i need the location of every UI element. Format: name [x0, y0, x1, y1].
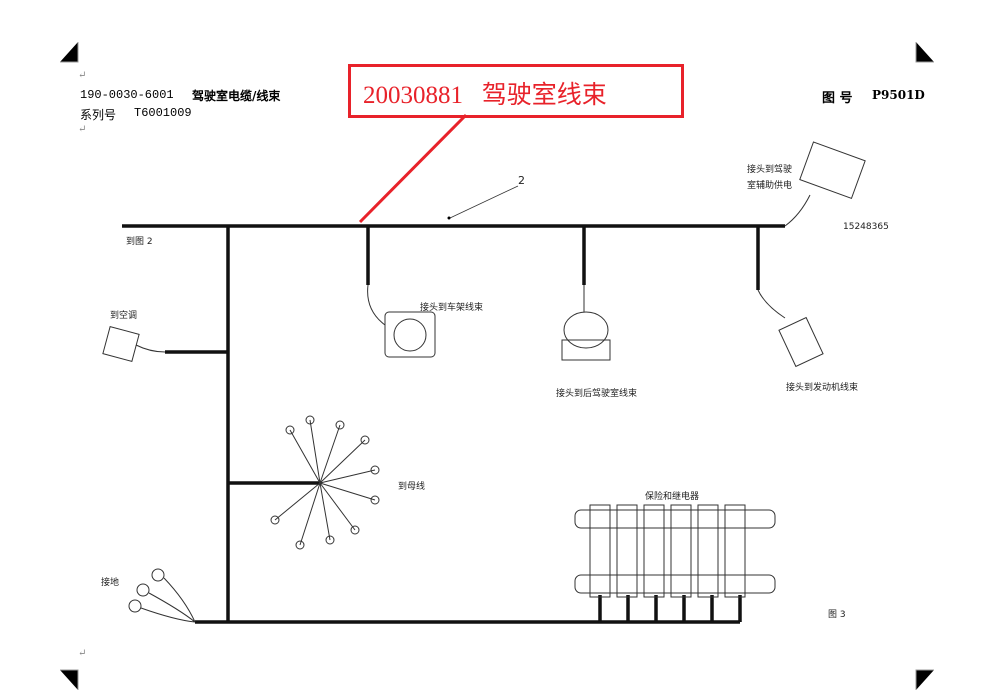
part-name: 驾驶室电缆/线束 — [192, 89, 281, 103]
busbar-terminals-icon — [270, 415, 380, 550]
frame-connector-icon — [367, 284, 436, 358]
series-value: T6001009 — [134, 106, 192, 120]
label-aux-power-2: 室辅助供电 — [747, 181, 793, 191]
label-to-busbar: 到母线 — [398, 482, 426, 492]
ac-connector-icon — [102, 325, 166, 363]
paragraph-mark: ↵ — [78, 70, 87, 81]
engine-connector-icon — [757, 289, 824, 368]
label-ground: 接地 — [101, 578, 120, 588]
connector-number: 15248365 — [843, 222, 889, 232]
figure-label: 图 3 — [828, 610, 846, 620]
paragraph-mark: ↵ — [78, 648, 87, 659]
part-number: 190-0030-6001 — [80, 88, 174, 102]
label-aux-power-1: 接头到驾驶 — [747, 165, 793, 175]
label-to-fig2: 到图 2 — [126, 237, 153, 247]
label-to-rear-cab: 接头到后驾驶室线束 — [556, 389, 638, 399]
label-to-frame: 接头到车架线束 — [420, 303, 484, 313]
paragraph-mark: ↵ — [78, 124, 87, 135]
callout-text: 20030881 驾驶室线束 — [363, 82, 607, 109]
page-corner-marks — [60, 42, 934, 690]
label-to-ac: 到空调 — [110, 311, 138, 321]
item-leader — [449, 185, 519, 219]
harness-lines — [122, 224, 785, 624]
drawing-label: 图 号 — [822, 91, 853, 106]
label-to-engine: 接头到发动机线束 — [786, 383, 859, 393]
rear-cab-connector-icon — [561, 285, 611, 361]
callout-box: 20030881 驾驶室线束 — [348, 64, 684, 118]
label-fuse-relay: 保险和继电器 — [645, 492, 700, 502]
series-label: 系列号 — [80, 109, 117, 123]
ground-terminals-icon — [128, 568, 196, 623]
item-number: 2 — [518, 174, 525, 187]
fuse-relay-box-icon — [574, 504, 776, 598]
aux-power-connector-icon — [784, 141, 866, 227]
drawing-number: P9501D — [872, 88, 925, 102]
callout-leader — [358, 113, 468, 224]
